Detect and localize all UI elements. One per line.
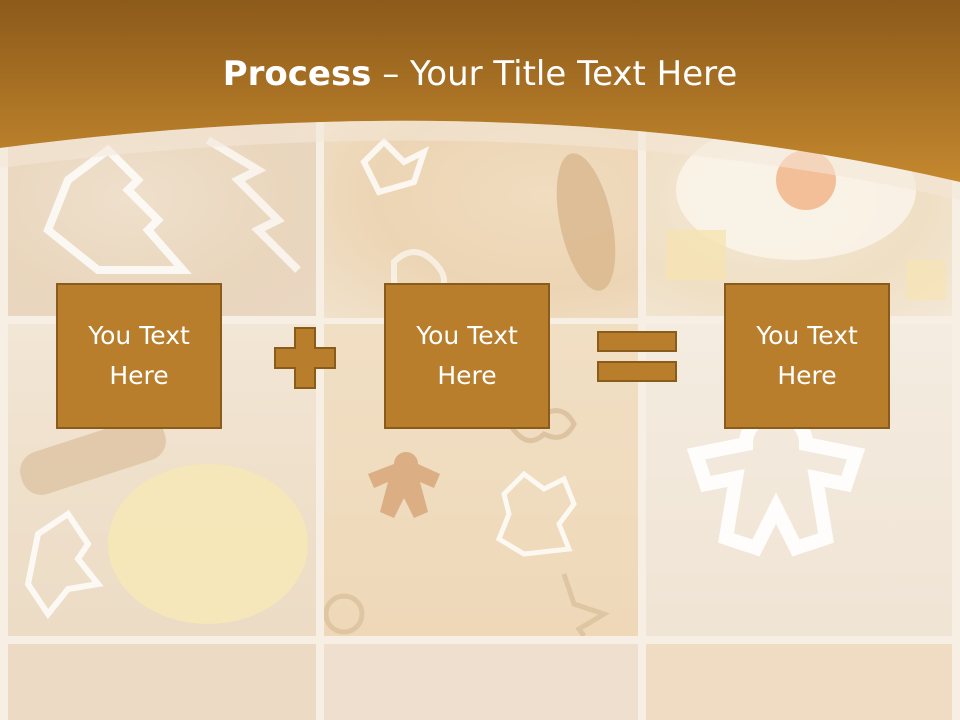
process-box-1-label: You Text Here	[88, 321, 190, 390]
plus-icon	[274, 327, 336, 389]
photo-bottom-right	[646, 644, 952, 720]
photo-bottom-middle	[324, 644, 638, 720]
header-band: Process – Your Title Text Here	[0, 0, 960, 210]
title-rest: – Your Title Text Here	[371, 54, 738, 94]
equals-icon	[597, 331, 677, 382]
title-bold: Process	[222, 54, 372, 94]
process-box-2[interactable]: You Text Here	[384, 283, 550, 429]
page-title: Process – Your Title Text Here	[0, 52, 960, 96]
photo-cut-cookies	[324, 324, 638, 636]
photo-bottom-left	[8, 644, 316, 720]
process-box-1[interactable]: You Text Here	[56, 283, 222, 429]
process-box-3[interactable]: You Text Here	[724, 283, 890, 429]
process-box-3-label: You Text Here	[756, 321, 858, 390]
process-box-2-label: You Text Here	[416, 321, 518, 390]
